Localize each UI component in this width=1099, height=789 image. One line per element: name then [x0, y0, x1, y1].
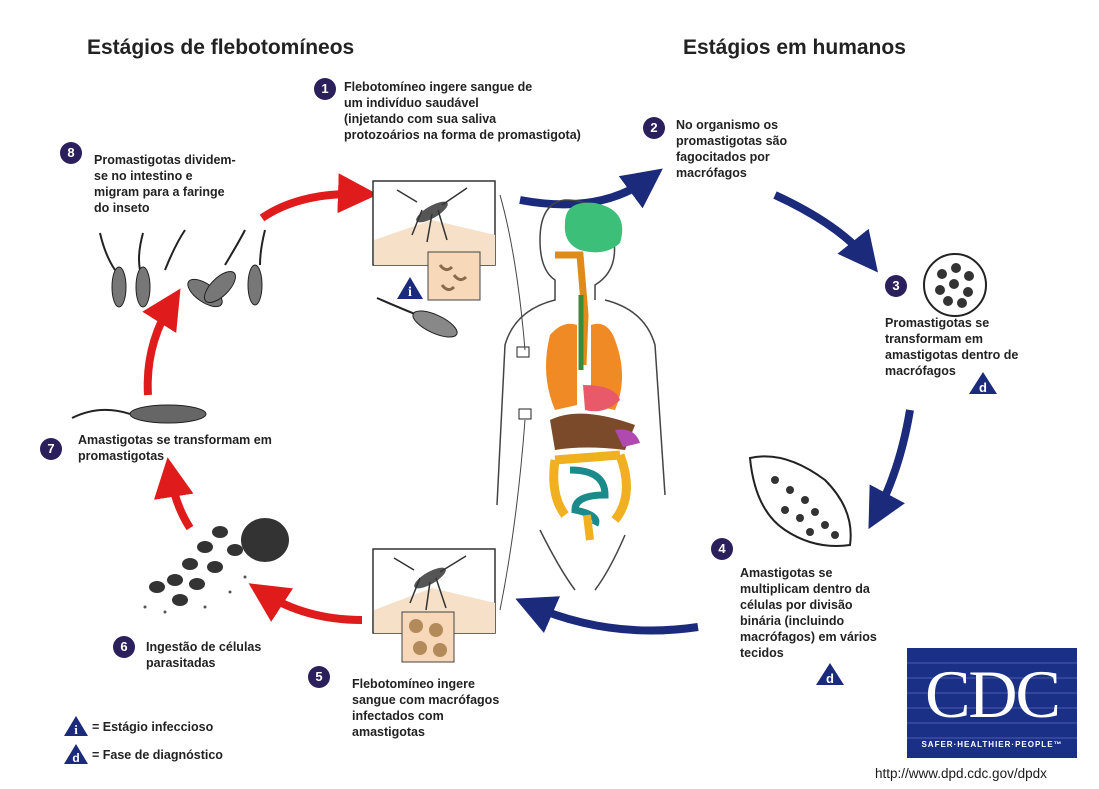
parasitized-cells-illustration — [135, 512, 295, 622]
arrow-4-to-5 — [530, 605, 698, 631]
dividing-promastigotes-illustration — [95, 225, 275, 317]
step-number-8: 8 — [60, 142, 82, 164]
step-number-3: 3 — [885, 275, 907, 297]
step-number-2: 2 — [643, 117, 665, 139]
svg-text:i: i — [74, 722, 78, 737]
legend-infective-label: = Estágio infeccioso — [92, 720, 213, 734]
tissue-cell-with-amastigotes-illustration — [745, 450, 860, 555]
sandfly-biting-illustration — [372, 180, 502, 305]
promastigote-illustration — [375, 290, 465, 350]
cdc-logo: CDC SAFER·HEALTHIER·PEOPLE™ — [907, 648, 1077, 758]
legend-diagnostic-marker: d — [63, 743, 89, 765]
cdc-logo-text: CDC — [907, 656, 1077, 732]
cdc-url: http://www.dpd.cdc.gov/dpdx — [875, 766, 1047, 781]
step-3-diagnostic-marker: d — [968, 371, 998, 395]
step-number-5: 5 — [308, 666, 330, 688]
step-number-1: 1 — [314, 78, 336, 100]
diagnostic-stage-triangle-icon: d — [968, 371, 998, 395]
macrophage-with-amastigotes-illustration — [920, 250, 990, 320]
legend-diagnostic-label: = Fase de diagnóstico — [92, 748, 223, 762]
svg-text:d: d — [979, 380, 987, 395]
step-4-diagnostic-marker: d — [815, 662, 845, 686]
cdc-logo-tagline: SAFER·HEALTHIER·PEOPLE™ — [907, 740, 1077, 749]
step-number-4: 4 — [711, 538, 733, 560]
connector-lines — [495, 195, 535, 615]
legend-infective-marker: i — [63, 715, 89, 737]
arrow-2-to-3 — [775, 195, 868, 260]
svg-text:d: d — [826, 671, 834, 686]
arrow-8-to-1 — [262, 194, 362, 218]
arrow-3-to-4 — [876, 410, 910, 515]
sandfly-feeding-illustration — [372, 548, 502, 673]
step-number-6: 6 — [113, 636, 135, 658]
transforming-promastigote-illustration — [70, 400, 210, 428]
step-number-7: 7 — [40, 438, 62, 460]
diagnostic-stage-triangle-icon: d — [63, 743, 89, 765]
svg-text:d: d — [72, 751, 79, 765]
diagnostic-stage-triangle-icon: d — [815, 662, 845, 686]
infective-stage-triangle-icon: i — [63, 715, 89, 737]
brain — [565, 203, 622, 253]
